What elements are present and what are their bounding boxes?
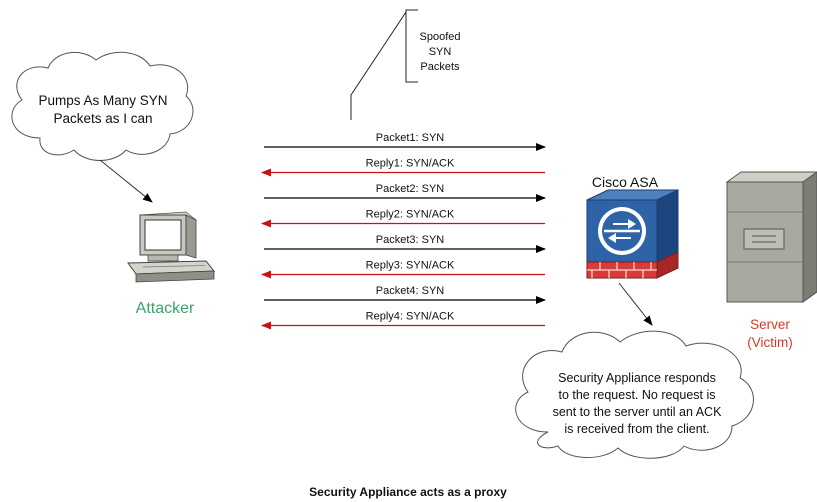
- callout-line-1: Spoofed: [420, 31, 461, 43]
- cisco-asa-label: Cisco ASA: [592, 174, 659, 190]
- attacker-thought-cloud: Pumps As Many SYN Packets as I can: [11, 51, 194, 203]
- asa-cloud-line-4: is received from the client.: [564, 422, 709, 436]
- message-label-4: Reply2: SYN/ACK: [366, 209, 455, 221]
- server-label: Server: [750, 317, 790, 332]
- message-label-5: Packet3: SYN: [376, 234, 445, 246]
- security-appliance-cloud: Security Appliance responds to the reque…: [515, 330, 754, 459]
- attacker-computer-icon: [127, 211, 216, 283]
- message-label-6: Reply3: SYN/ACK: [366, 260, 455, 272]
- message-label-1: Packet1: SYN: [376, 132, 445, 144]
- asa-pointer-arrow: [618, 282, 653, 326]
- message-label-8: Reply4: SYN/ACK: [366, 311, 455, 323]
- callout-line-2: SYN: [429, 46, 452, 58]
- server-icon: [725, 171, 817, 303]
- message-label-2: Reply1: SYN/ACK: [366, 158, 455, 170]
- callout-line-3: Packets: [420, 61, 460, 73]
- message-arrows: Packet1: SYN Reply1: SYN/ACK Packet2: SYN R…: [261, 132, 546, 330]
- diagram-caption: Security Appliance acts as a proxy: [309, 485, 507, 499]
- server-victim-label: (Victim): [747, 335, 793, 350]
- cloud-pointer-arrow: [99, 159, 153, 203]
- attacker-label: Attacker: [136, 300, 195, 317]
- asa-cloud-line-3: sent to the server until an ACK: [553, 405, 723, 419]
- message-label-7: Packet4: SYN: [376, 285, 445, 297]
- attacker-cloud-line-1: Pumps As Many SYN: [38, 93, 167, 108]
- cisco-asa-firewall-icon: [586, 189, 679, 279]
- asa-cloud-line-1: Security Appliance responds: [558, 371, 716, 385]
- asa-cloud-line-2: to the request. No request is: [558, 388, 715, 402]
- spoofed-syn-callout: Spoofed SYN Packets: [350, 9, 461, 120]
- attacker-cloud-line-2: Packets as I can: [53, 111, 152, 126]
- message-label-3: Packet2: SYN: [376, 183, 445, 195]
